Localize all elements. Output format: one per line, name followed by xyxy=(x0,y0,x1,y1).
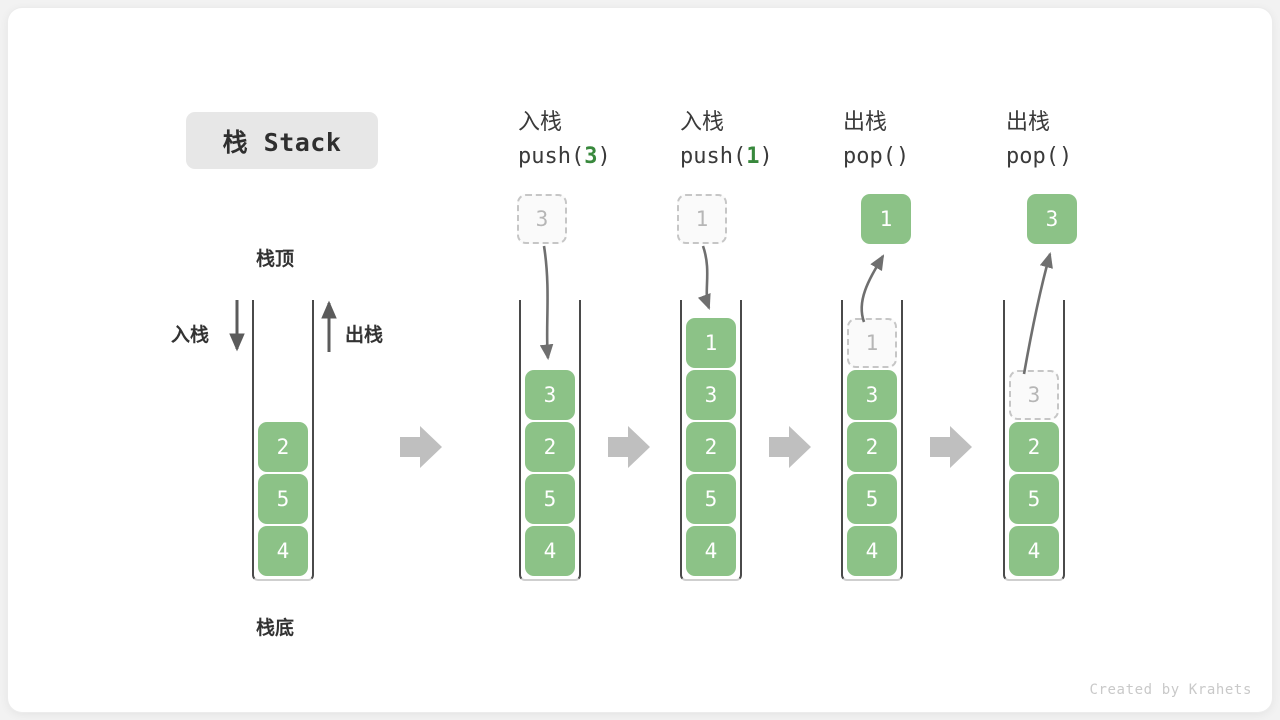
stack-cell: 4 xyxy=(847,526,897,576)
op-label-push-3: 入栈 push(3) xyxy=(518,106,611,174)
op-code-pre: push( xyxy=(680,144,747,169)
op-code-post: ) xyxy=(895,144,910,169)
stack-cell: 4 xyxy=(258,526,308,576)
label-stack-top: 栈顶 xyxy=(256,248,295,270)
op-label-cn: 入栈 xyxy=(518,110,563,135)
stack-cell: 5 xyxy=(525,474,575,524)
op-label-push-1: 入栈 push(1) xyxy=(680,106,773,174)
stack-cells-push-1: 1 3 2 5 4 xyxy=(686,318,736,576)
op-label-pop-2: 出栈 pop() xyxy=(1006,106,1072,174)
stack-cell: 2 xyxy=(686,422,736,472)
stack-frame-pop-1 xyxy=(841,300,903,581)
op-code-post: ) xyxy=(1058,144,1073,169)
stack-cell: 3 xyxy=(686,370,736,420)
label-push-side: 入栈 xyxy=(171,324,210,346)
stack-frame-push-3 xyxy=(519,300,581,581)
op-label-cn: 出栈 xyxy=(1006,110,1051,135)
stack-cell: 5 xyxy=(847,474,897,524)
stack-cells-pop-1: 1 3 2 5 4 xyxy=(847,318,897,576)
op-code-pre: pop( xyxy=(843,144,896,169)
op-code-arg: 3 xyxy=(584,144,598,169)
stack-cell: 4 xyxy=(525,526,575,576)
stack-cell: 2 xyxy=(525,422,575,472)
op-code-pre: push( xyxy=(518,144,585,169)
stack-cells-initial: 2 5 4 xyxy=(258,422,308,576)
op-label-cn: 出栈 xyxy=(843,110,888,135)
label-pop-side: 出栈 xyxy=(345,324,384,346)
stack-cells-push-3: 3 2 5 4 xyxy=(525,370,575,576)
stack-cell: 5 xyxy=(1009,474,1059,524)
stack-cell: 3 xyxy=(847,370,897,420)
page-title: 栈 Stack xyxy=(222,127,342,157)
floating-cell-ghost: 1 xyxy=(677,194,727,244)
stack-cell: 2 xyxy=(847,422,897,472)
stack-cell: 1 xyxy=(686,318,736,368)
stack-cells-pop-2: 3 2 5 4 xyxy=(1009,370,1059,576)
op-code-pre: pop( xyxy=(1006,144,1059,169)
op-label-cn: 入栈 xyxy=(680,110,725,135)
op-label-pop-1: 出栈 pop() xyxy=(843,106,909,174)
stack-frame-push-1 xyxy=(680,300,742,581)
stack-cell: 4 xyxy=(1009,526,1059,576)
stack-cell: 4 xyxy=(686,526,736,576)
op-code-post: ) xyxy=(759,144,773,169)
stack-frame-pop-2 xyxy=(1003,300,1065,581)
stack-frame-initial xyxy=(252,300,314,581)
stack-cell: 2 xyxy=(1009,422,1059,472)
op-code-post: ) xyxy=(597,144,611,169)
floating-cell-ghost: 3 xyxy=(517,194,567,244)
stack-cell-ghost: 1 xyxy=(847,318,897,368)
stack-cell: 5 xyxy=(686,474,736,524)
label-stack-bottom: 栈底 xyxy=(256,617,295,639)
op-code-arg: 1 xyxy=(746,144,760,169)
floating-cell-popped: 1 xyxy=(861,194,911,244)
stack-cell: 5 xyxy=(258,474,308,524)
diagram-title-badge: 栈 Stack xyxy=(186,112,378,169)
stack-cell: 2 xyxy=(258,422,308,472)
stack-cell-ghost: 3 xyxy=(1009,370,1059,420)
stack-cell: 3 xyxy=(525,370,575,420)
floating-cell-popped: 3 xyxy=(1027,194,1077,244)
credit-text: Created by Krahets xyxy=(1089,682,1252,698)
